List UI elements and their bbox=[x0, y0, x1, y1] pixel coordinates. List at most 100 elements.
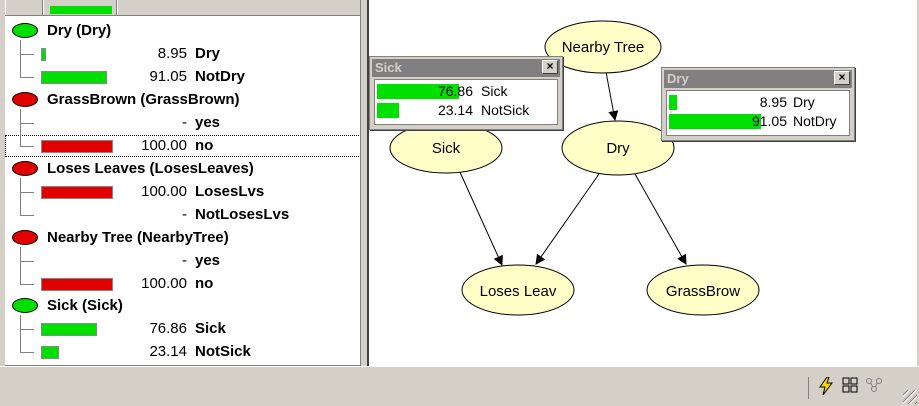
monitor-bar bbox=[669, 114, 761, 129]
tree-node-dry[interactable]: Dry (Dry) bbox=[5, 20, 360, 42]
graph-node-nearbytree[interactable]: Nearby Tree bbox=[544, 20, 662, 74]
state-value: 76.86 bbox=[149, 320, 187, 337]
edge-dry-grassbrown bbox=[634, 173, 687, 265]
tree-connector bbox=[20, 109, 21, 123]
tree-node-losesleaves[interactable]: Loses Leaves (LosesLeaves) bbox=[5, 158, 360, 180]
state-bar bbox=[41, 71, 107, 84]
state-name: NotDry bbox=[195, 68, 246, 85]
graph-node-losesleaves[interactable]: Loses Leav bbox=[461, 264, 575, 316]
tree-state-nearbytree-yes[interactable]: - yes bbox=[5, 247, 360, 272]
node-status-icon bbox=[12, 23, 38, 38]
network-icon[interactable] bbox=[863, 377, 885, 399]
monitor-row-notsick: 23.14 NotSick bbox=[377, 102, 555, 119]
tree-state-dry-notdry[interactable]: 91.05 NotDry bbox=[5, 55, 360, 88]
monitor-row-notdry: 91.05 NotDry bbox=[669, 113, 847, 130]
tree-state-grassbrown-no[interactable]: 100.00 no bbox=[5, 124, 360, 157]
close-button[interactable]: × bbox=[542, 60, 558, 74]
monitor-value: 91.05 bbox=[751, 113, 787, 129]
tree-connector bbox=[20, 178, 21, 192]
tree-connector bbox=[20, 77, 34, 78]
tree-connector bbox=[20, 352, 34, 353]
tree-node-nearbytree[interactable]: Nearby Tree (NearbyTree) bbox=[5, 227, 360, 249]
monitor-window-dry[interactable]: Dry × 8.95 Dry 91.05 NotDry bbox=[661, 67, 855, 141]
graph-node-label: GrassBrow bbox=[666, 283, 740, 300]
edge-sick-losesleaves bbox=[458, 169, 503, 266]
state-bar bbox=[41, 48, 46, 61]
tree-connector bbox=[20, 146, 34, 147]
monitor-bar bbox=[377, 84, 459, 99]
state-name: no bbox=[195, 275, 214, 292]
node-status-icon bbox=[12, 230, 38, 245]
edge-dry-losesleaves bbox=[535, 173, 600, 265]
tree-connector bbox=[20, 193, 21, 215]
graph-node-grassbrown[interactable]: GrassBrow bbox=[646, 264, 760, 316]
state-name: yes bbox=[195, 114, 221, 131]
state-value: - bbox=[182, 206, 187, 223]
network-graph: Nearby Tree Sick Dry Loses Leav GrassBro… bbox=[389, 20, 760, 316]
tree-connector bbox=[20, 54, 34, 55]
tree-node-grassbrown[interactable]: GrassBrown (GrassBrown) bbox=[5, 89, 360, 111]
tree-connector bbox=[20, 55, 21, 77]
state-name: NotSick bbox=[195, 343, 251, 360]
graph-node-label: Sick bbox=[432, 140, 461, 157]
monitor-bar bbox=[669, 95, 677, 110]
node-tree-panel[interactable]: Dry (Dry) 8.95 Dry 91.05 NotDry GrassBro… bbox=[5, 0, 361, 366]
state-name: LosesLvs bbox=[195, 183, 265, 200]
tree-node-label: Nearby Tree (NearbyTree) bbox=[47, 229, 229, 246]
edge-nearby-dry bbox=[605, 71, 619, 121]
status-icon-group bbox=[808, 376, 916, 399]
monitor-row-sick: 76.86 Sick bbox=[377, 83, 555, 100]
tree-connector bbox=[20, 124, 21, 146]
state-bar bbox=[41, 140, 113, 153]
network-graph-canvas[interactable]: Nearby Tree Sick Dry Loses Leav GrassBro… bbox=[369, 0, 917, 366]
tree-node-sick[interactable]: Sick (Sick) bbox=[5, 295, 360, 317]
tree-state-losesleaves-loseslvs[interactable]: 100.00 LosesLvs bbox=[5, 178, 360, 203]
monitor-titlebar[interactable]: Sick × bbox=[372, 59, 560, 77]
tree-state-grassbrown-yes[interactable]: - yes bbox=[5, 109, 360, 134]
close-button[interactable]: × bbox=[834, 71, 850, 85]
graph-node-label: Nearby Tree bbox=[562, 39, 645, 56]
node-status-icon bbox=[12, 92, 38, 107]
state-name: Dry bbox=[195, 45, 221, 62]
tree-state-dry-dry[interactable]: 8.95 Dry bbox=[5, 40, 360, 65]
graph-node-label: Dry bbox=[606, 140, 630, 157]
node-status-icon bbox=[12, 298, 38, 313]
state-value: 91.05 bbox=[149, 68, 187, 85]
panel-splitter[interactable] bbox=[361, 0, 369, 366]
tree-state-losesleaves-notloseslvs[interactable]: - NotLosesLvs bbox=[5, 193, 360, 226]
node-status-icon bbox=[12, 161, 38, 176]
state-value: 8.95 bbox=[157, 45, 187, 62]
resize-grip[interactable] bbox=[903, 390, 917, 404]
monitor-titlebar[interactable]: Dry × bbox=[664, 70, 852, 88]
monitor-window-sick[interactable]: Sick × 76.86 Sick 23.14 NotSick bbox=[369, 56, 563, 130]
tree-state-sick-notsick[interactable]: 23.14 NotSick bbox=[5, 330, 360, 363]
state-value: 100.00 bbox=[141, 275, 187, 292]
tree-connector bbox=[20, 262, 21, 284]
graph-node-sick[interactable]: Sick bbox=[389, 122, 503, 174]
tree-connector bbox=[20, 329, 34, 330]
header-cell bbox=[43, 0, 117, 15]
tree-state-nearbytree-no[interactable]: 100.00 no bbox=[5, 262, 360, 295]
monitor-bar bbox=[377, 103, 399, 118]
tree-connector bbox=[20, 123, 34, 124]
tree-connector bbox=[20, 215, 34, 216]
graph-node-label: Loses Leav bbox=[480, 283, 557, 300]
state-value: - bbox=[182, 252, 187, 269]
monitor-title: Dry bbox=[667, 71, 689, 86]
tree-node-label: Sick (Sick) bbox=[47, 297, 123, 314]
header-cell bbox=[5, 0, 43, 15]
state-name: yes bbox=[195, 252, 221, 269]
tree-state-sick-sick[interactable]: 76.86 Sick bbox=[5, 315, 360, 340]
header-bar bbox=[50, 6, 112, 14]
tree-node-label: Dry (Dry) bbox=[47, 22, 112, 39]
monitor-title: Sick bbox=[375, 60, 402, 75]
grid-icon[interactable] bbox=[839, 377, 861, 399]
header-cell bbox=[117, 0, 360, 15]
state-value: 100.00 bbox=[141, 183, 187, 200]
tree-connector bbox=[20, 192, 34, 193]
state-bar bbox=[41, 346, 59, 359]
lightning-icon[interactable] bbox=[815, 376, 837, 399]
graph-node-dry[interactable]: Dry bbox=[561, 120, 675, 176]
state-bar bbox=[41, 278, 113, 291]
tree-connector bbox=[20, 284, 34, 285]
